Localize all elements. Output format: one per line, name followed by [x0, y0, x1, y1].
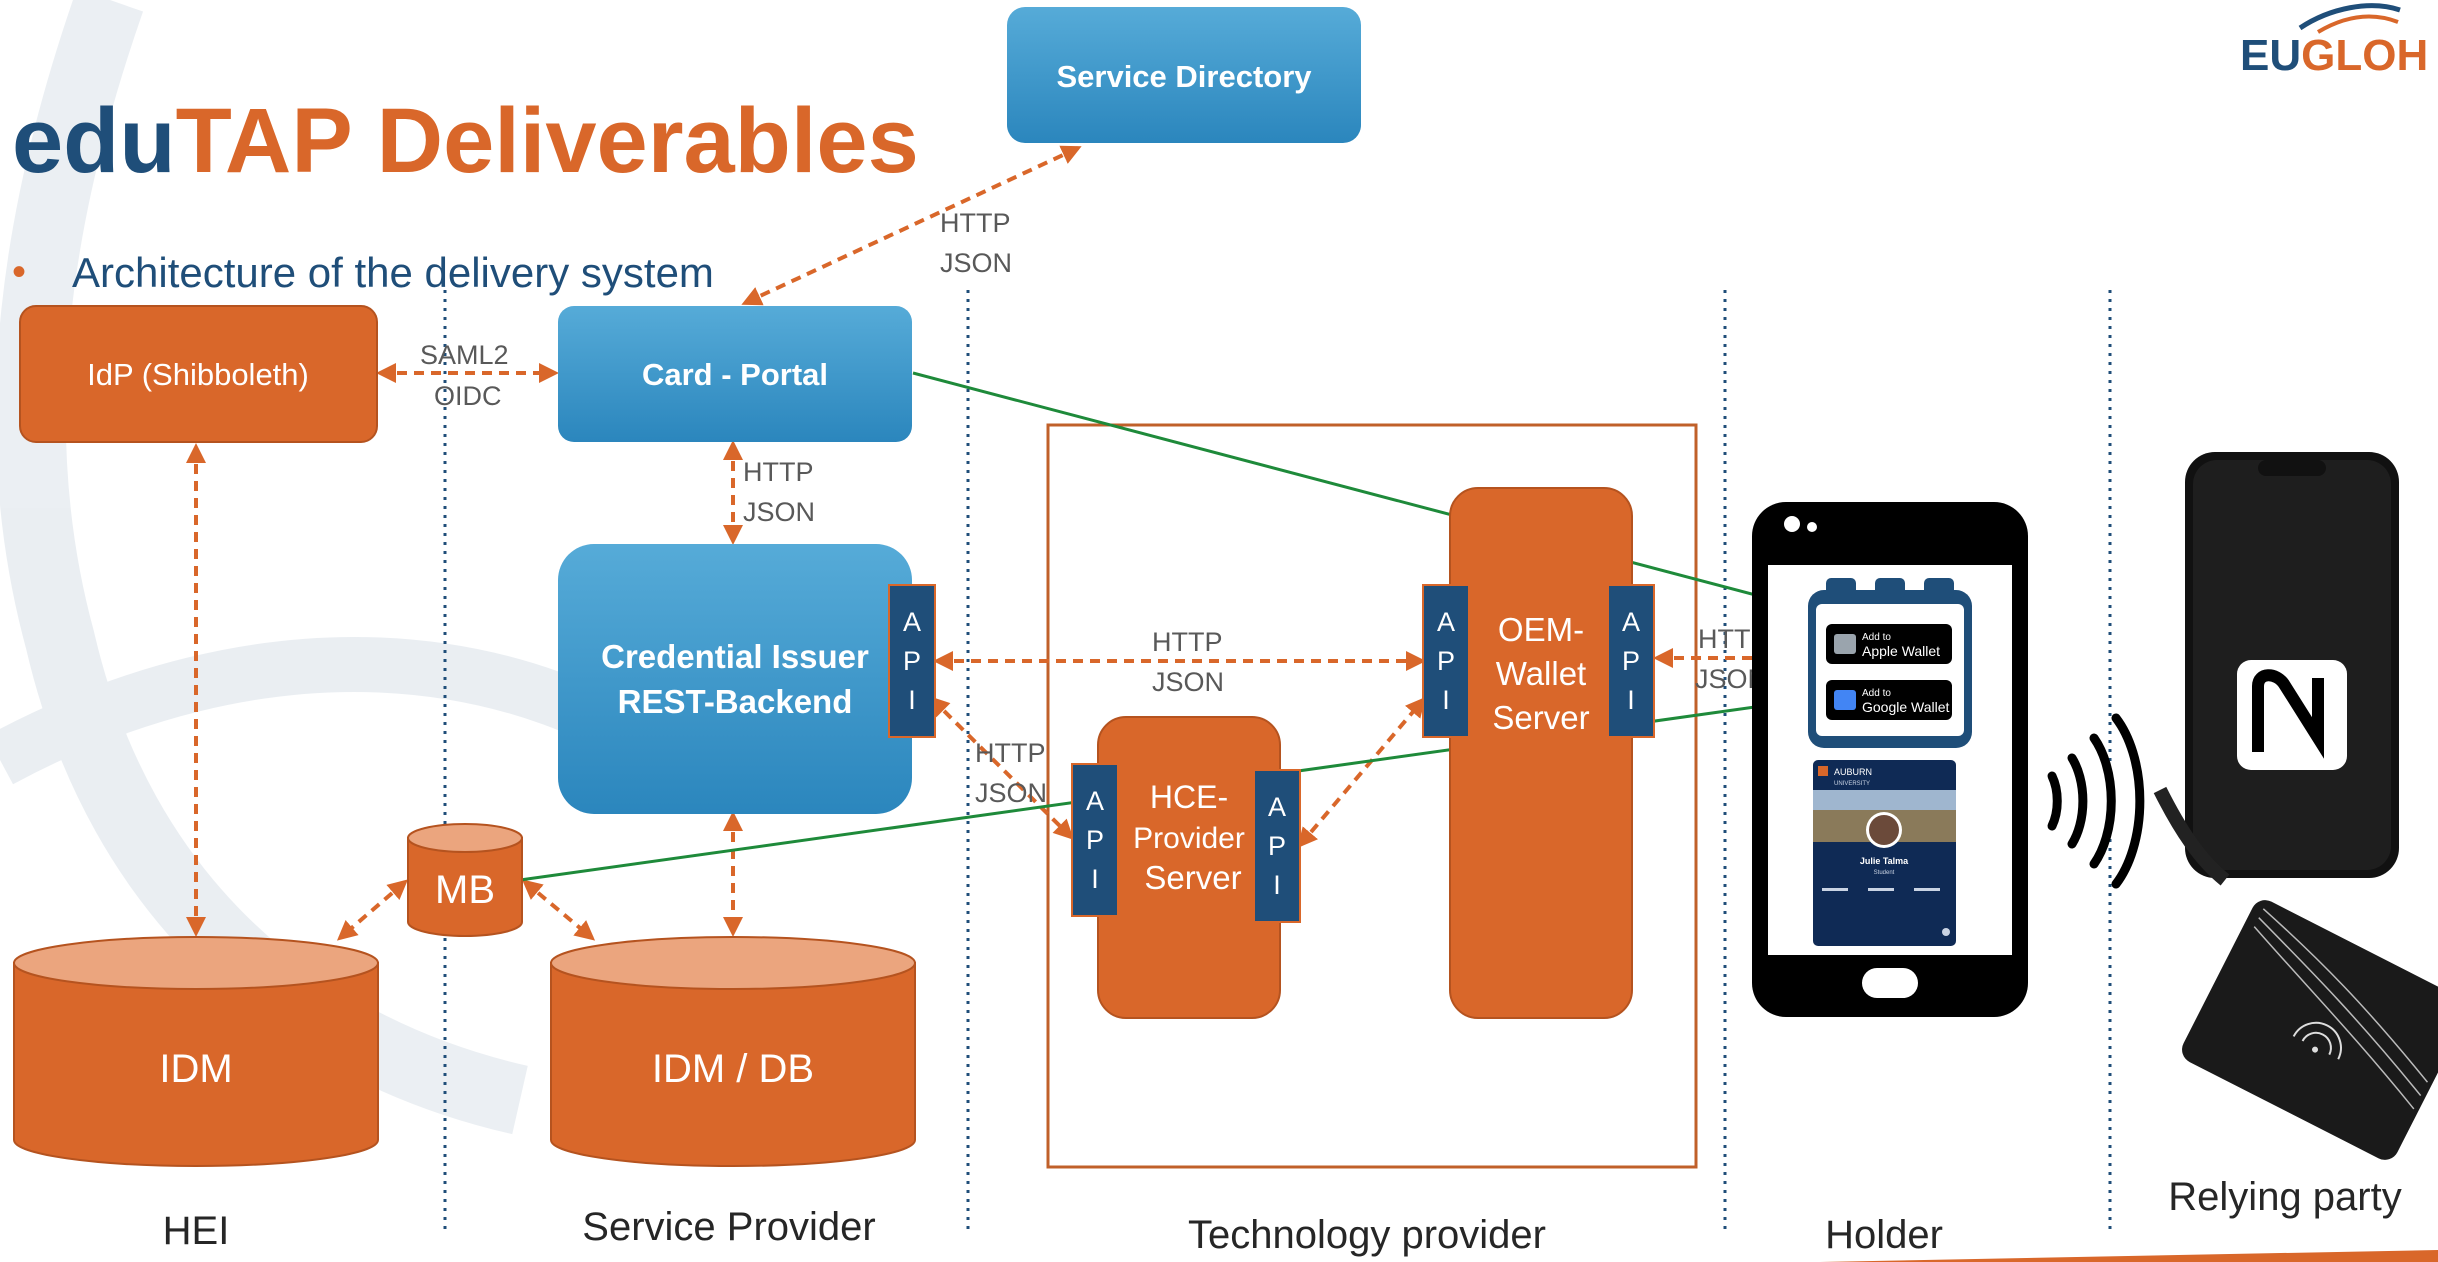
api-tab-hce-left: A P I	[1071, 763, 1119, 917]
svg-text:A: A	[1437, 607, 1455, 637]
svg-text:I: I	[1627, 685, 1635, 715]
connector-labels: HTTP JSON SAML2 OIDC HTTP JSON HTTP JSON…	[420, 208, 1769, 808]
google-wallet-icon	[1834, 690, 1856, 710]
svg-text:Student: Student	[1874, 870, 1895, 876]
column-labels: HEI Service Provider Technology provider…	[163, 1175, 2402, 1257]
label-oidc: OIDC	[434, 381, 502, 411]
svg-text:I: I	[1273, 870, 1281, 900]
api-tab-hce-right: A P I	[1253, 769, 1301, 923]
idm-db-cylinder: IDM / DB	[550, 936, 916, 1167]
credential-issuer-box: Credential Issuer REST-Backend	[558, 544, 912, 814]
column-label-relying-party: Relying party	[2168, 1175, 2401, 1219]
svg-text:A: A	[1268, 792, 1286, 822]
svg-text:A: A	[1622, 607, 1640, 637]
bullet-dot: •	[12, 250, 26, 294]
svg-text:Add to: Add to	[1862, 688, 1891, 699]
title-edu: edu	[12, 90, 176, 192]
svg-text:Julie Talma: Julie Talma	[1860, 856, 1909, 866]
hce-line2: Provider	[1133, 822, 1245, 855]
eugloh-logo: EUGLOH	[2240, 3, 2428, 80]
mb-cylinder: MB	[407, 823, 523, 937]
svg-text:I: I	[1091, 864, 1099, 894]
svg-text:I: I	[908, 685, 916, 715]
label-json-oem: JSON	[1152, 667, 1224, 697]
svg-text:P: P	[1268, 831, 1286, 861]
nfc-logo-icon	[2237, 660, 2347, 770]
credential-issuer-line1: Credential Issuer	[601, 638, 869, 675]
label-http-portal: HTTP	[743, 457, 814, 487]
oem-line3: Server	[1492, 699, 1589, 736]
svg-text:P: P	[1622, 646, 1640, 676]
idp-label: IdP (Shibboleth)	[87, 357, 309, 392]
svg-text:P: P	[903, 646, 921, 676]
logo-gloh: GLOH	[2301, 31, 2428, 80]
api-tab-credential-issuer: A P I	[888, 584, 936, 738]
column-label-service-provider: Service Provider	[582, 1205, 875, 1249]
page-title: eduTAP Deliverables	[12, 90, 919, 192]
idm-cylinder: IDM	[13, 936, 379, 1167]
mb-label: MB	[435, 868, 495, 912]
title-tap: TAP Deliverables	[176, 90, 919, 192]
svg-text:A: A	[903, 607, 921, 637]
label-json-hce: JSON	[975, 778, 1047, 808]
card-portal-box: Card - Portal	[558, 306, 912, 442]
label-http-oem: HTTP	[1152, 627, 1223, 657]
idp-box: IdP (Shibboleth)	[19, 305, 378, 443]
label-http-directory: HTTP	[940, 208, 1011, 238]
service-directory-label: Service Directory	[1056, 59, 1312, 94]
label-json-portal: JSON	[743, 497, 815, 527]
label-saml2: SAML2	[420, 340, 509, 370]
column-label-holder: Holder	[1825, 1213, 1943, 1257]
column-label-technology-provider: Technology provider	[1188, 1213, 1546, 1257]
home-button-icon	[1862, 968, 1918, 998]
idm-db-label: IDM / DB	[652, 1047, 814, 1091]
hce-provider-server-box: HCE- Provider Server	[1097, 716, 1281, 1019]
service-directory-box: Service Directory	[1007, 7, 1361, 143]
api-tab-oem-left: A P I	[1422, 584, 1470, 738]
hce-line1: HCE-	[1150, 779, 1228, 815]
logo-eu: EU	[2240, 31, 2301, 80]
camera-icon	[1784, 516, 1800, 532]
relying-party-phone	[2185, 452, 2399, 878]
nfc-waves-icon	[2047, 713, 2145, 889]
label-json-directory: JSON	[940, 248, 1012, 278]
apple-wallet-icon	[1834, 634, 1856, 654]
bottom-accent-bar	[1820, 1250, 2438, 1262]
nfc-reader-icon	[2153, 786, 2438, 1160]
svg-text:A: A	[1086, 786, 1104, 816]
svg-text:AUBURN: AUBURN	[1834, 767, 1872, 777]
card-portal-label: Card - Portal	[642, 357, 828, 392]
holder-phone: Add to Apple Wallet Add to Google Wallet…	[1752, 502, 2028, 1017]
svg-text:Google Wallet: Google Wallet	[1862, 699, 1950, 715]
bullet-text: Architecture of the delivery system	[72, 249, 714, 296]
add-to-apple-wallet-button[interactable]: Add to Apple Wallet	[1826, 624, 1952, 664]
svg-text:I: I	[1442, 685, 1450, 715]
svg-text:P: P	[1437, 646, 1455, 676]
add-to-google-wallet-button[interactable]: Add to Google Wallet	[1826, 680, 1952, 720]
column-label-hei: HEI	[163, 1209, 230, 1253]
oem-line1: OEM-	[1498, 611, 1584, 648]
student-id-card: AUBURN UNIVERSITY Julie Talma Student	[1813, 760, 1956, 946]
label-http-hce: HTTP	[975, 738, 1046, 768]
svg-text:UNIVERSITY: UNIVERSITY	[1834, 781, 1870, 787]
svg-text:P: P	[1086, 825, 1104, 855]
api-tab-oem-right: A P I	[1607, 584, 1655, 738]
oem-wallet-server-box: OEM- Wallet Server	[1449, 487, 1633, 1019]
credential-issuer-line2: REST-Backend	[618, 683, 853, 720]
svg-text:Add to: Add to	[1862, 632, 1891, 643]
oem-line2: Wallet	[1496, 655, 1586, 692]
idm-label: IDM	[159, 1047, 232, 1091]
svg-text:Apple Wallet: Apple Wallet	[1862, 643, 1940, 659]
svg-text:EUGLOH: EUGLOH	[2240, 31, 2428, 80]
hce-line3: Server	[1144, 859, 1241, 896]
